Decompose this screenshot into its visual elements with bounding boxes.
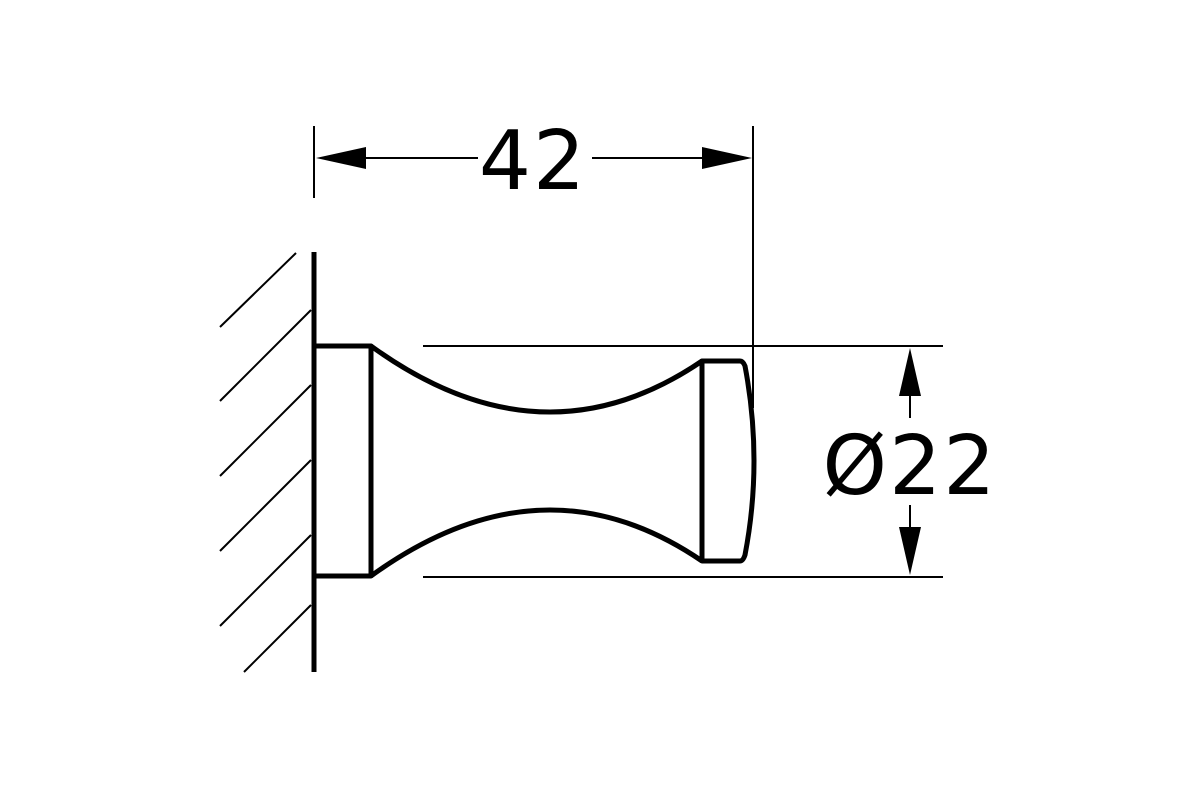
diameter-dimension [423, 345, 943, 578]
wall-hatching [219, 252, 312, 673]
hook-neck-outline [369, 343, 704, 579]
hook-cap [699, 358, 757, 564]
length-dimension [313, 126, 754, 408]
arrowhead-top [899, 348, 921, 396]
mounting-base [316, 343, 374, 579]
arrowhead-left [316, 147, 366, 169]
diameter-dimension-label: Ø22 [823, 419, 998, 514]
wall [219, 252, 317, 673]
length-dimension-label: 42 [479, 114, 587, 209]
hook-body [316, 343, 757, 579]
arrowhead-right [702, 147, 752, 169]
arrowhead-bottom [899, 527, 921, 575]
